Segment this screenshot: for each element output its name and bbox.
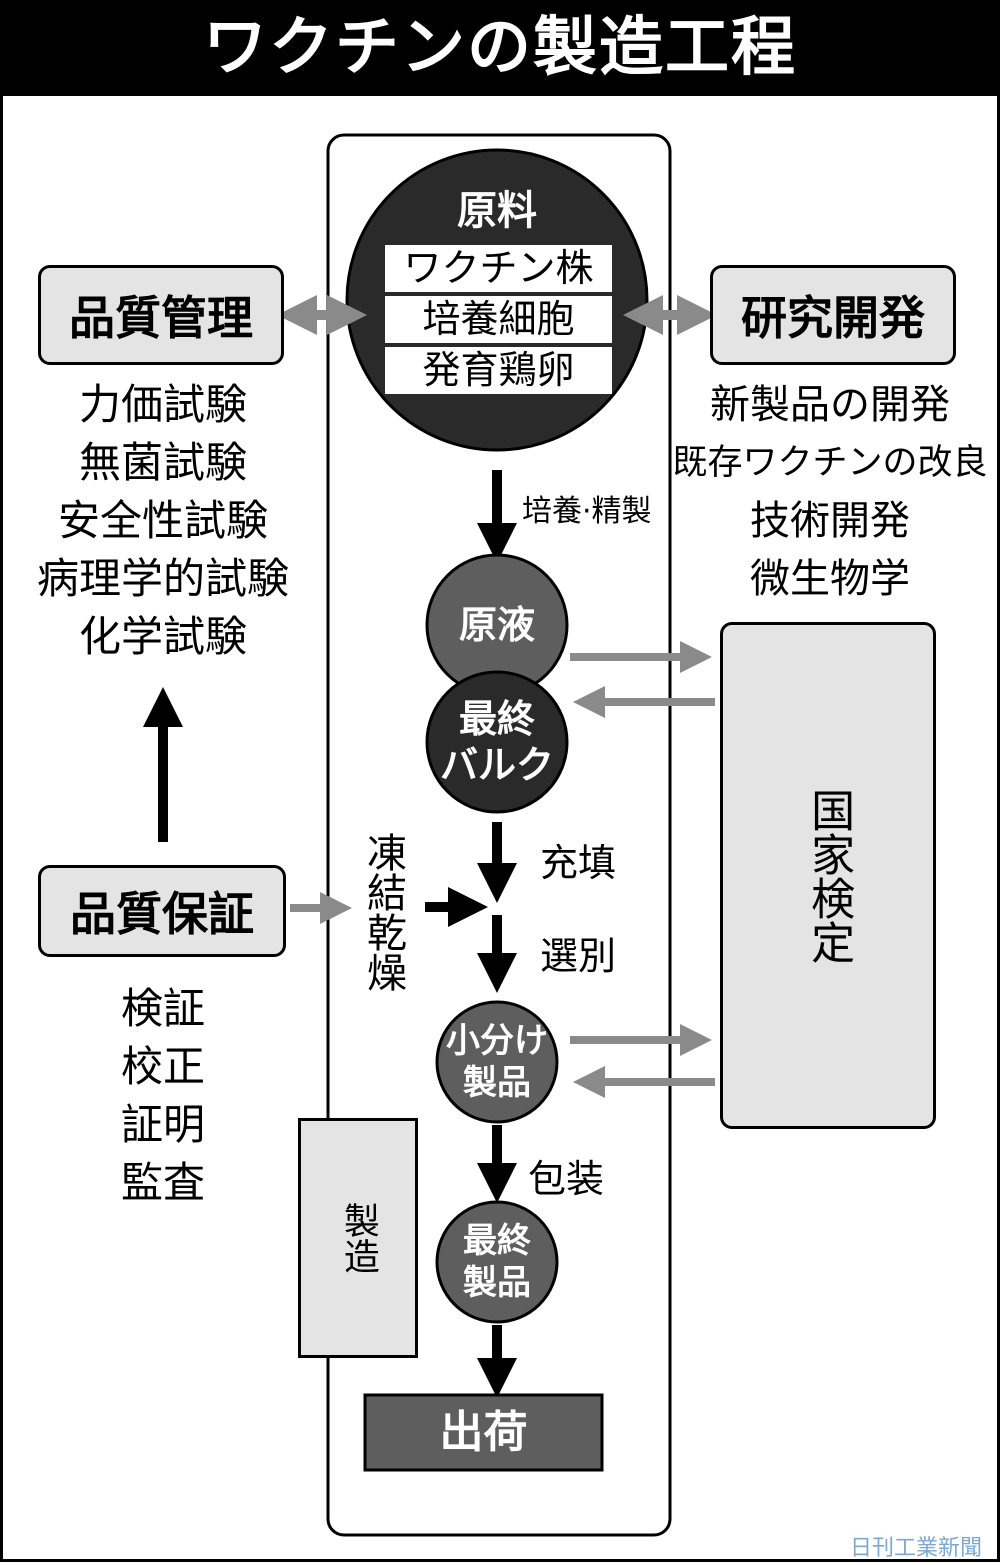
diagram-title: ワクチンの製造工程 xyxy=(0,0,1000,96)
research-item: 技術開発 xyxy=(750,498,910,544)
research-item: 新製品の開発 xyxy=(710,382,950,428)
research-item: 微生物学 xyxy=(750,556,910,602)
qc-item: 力価試験 xyxy=(78,380,247,429)
research-item: 既存ワクチンの改良 xyxy=(672,443,988,483)
final-bulk-line: バルク xyxy=(439,743,554,787)
qc-item: 化学試験 xyxy=(78,612,247,661)
shipping-box xyxy=(363,1393,604,1472)
final-product-label: 最終 製品 xyxy=(437,1220,557,1304)
shipping-label: 出荷 xyxy=(439,1407,528,1458)
research-list: 新製品の開発 既存ワクチンの改良 技術開発 微生物学 xyxy=(662,376,998,608)
qa-item: 監査 xyxy=(120,1158,205,1207)
quality-control-list: 力価試験 無菌試験 安全性試験 病理学的試験 化学試験 xyxy=(13,376,313,666)
pack-label: 包装 xyxy=(528,1157,605,1201)
qc-item: 無菌試験 xyxy=(78,438,247,487)
final-bulk-circle xyxy=(425,670,569,814)
raw-material-item: 培養細胞 xyxy=(385,296,612,343)
final-product-circle xyxy=(435,1200,559,1324)
manufacturing-label: 製造 xyxy=(337,1202,379,1274)
manufacturing-process-frame xyxy=(326,133,672,1537)
filled-line: 小分け xyxy=(446,1021,548,1061)
raw-materials-list: ワクチン株 培養細胞 発育鶏卵 xyxy=(385,245,612,394)
research-box: 研究開発 xyxy=(710,265,956,365)
qa-item: 校正 xyxy=(120,1042,205,1091)
fill-label: 充填 xyxy=(540,841,617,885)
bulk-label: 原液 xyxy=(458,603,535,647)
raw-material-item: ワクチン株 xyxy=(385,245,612,292)
raw-material-item: 発育鶏卵 xyxy=(385,347,612,394)
outer-frame xyxy=(0,96,1000,1562)
qa-item: 証明 xyxy=(120,1100,205,1149)
manufacturing-box: 製造 xyxy=(298,1118,418,1358)
national-test-box: 国家検定 xyxy=(720,622,936,1129)
quality-control-box: 品質管理 xyxy=(38,265,284,365)
qc-item: 安全性試験 xyxy=(57,496,268,545)
final-product-line: 最終 xyxy=(463,1221,531,1261)
quality-assurance-box: 品質保証 xyxy=(38,865,286,957)
final-bulk-line: 最終 xyxy=(458,697,535,741)
filled-line: 製品 xyxy=(463,1063,531,1103)
publisher-credit: 日刊工業新聞 xyxy=(850,1536,983,1561)
select-label: 選別 xyxy=(540,934,617,978)
qa-item: 検証 xyxy=(120,984,205,1033)
filled-product-circle xyxy=(435,1000,559,1124)
final-bulk-label: 最終 バルク xyxy=(427,696,567,788)
qc-item: 病理学的試験 xyxy=(36,554,289,603)
final-product-line: 製品 xyxy=(463,1263,531,1303)
quality-assurance-list: 検証 校正 証明 監査 xyxy=(63,980,263,1212)
freeze-dry-label: 凍結乾燥 xyxy=(360,832,406,992)
raw-materials-title: 原料 xyxy=(457,188,537,234)
culture-purify-label: 培養·精製 xyxy=(522,494,652,529)
filled-product-label: 小分け 製品 xyxy=(437,1020,557,1104)
national-test-label: 国家検定 xyxy=(803,787,855,964)
